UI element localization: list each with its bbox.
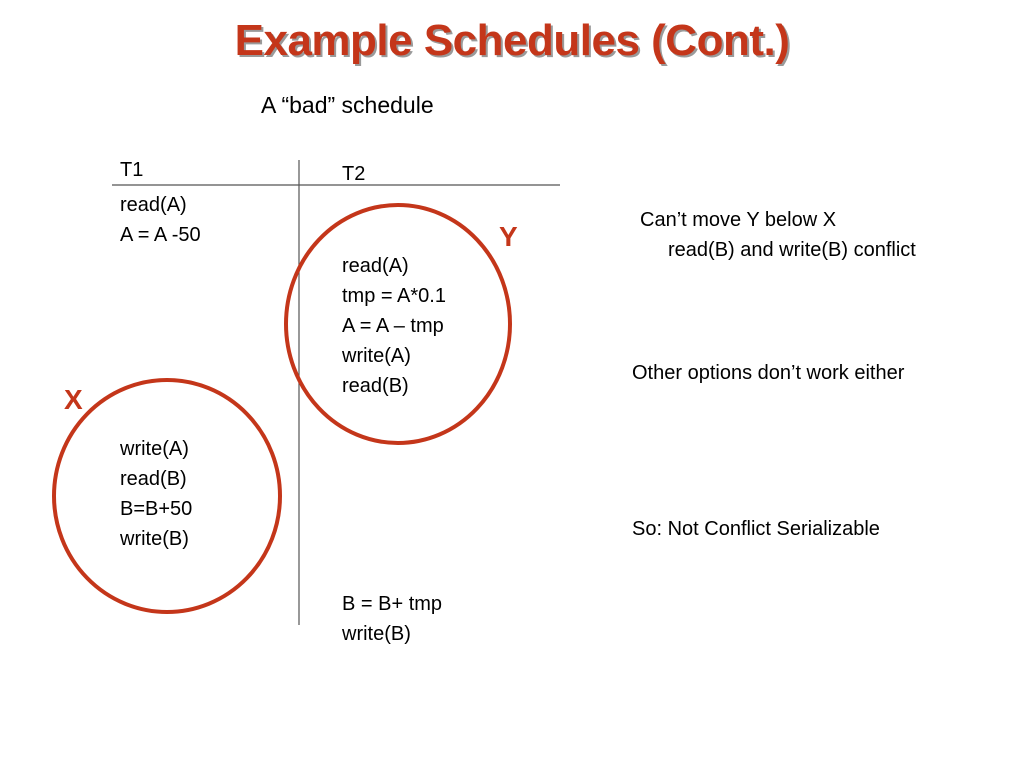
note-conflict: read(B) and write(B) conflict — [668, 239, 916, 261]
t1-block-2: write(A) read(B) B=B+50 write(B) — [120, 434, 192, 554]
t2-step: write(A) — [342, 345, 411, 367]
t2-step: tmp = A*0.1 — [342, 285, 446, 307]
slide-title: Example Schedules (Cont.) — [234, 16, 790, 65]
t1-step: write(B) — [120, 528, 189, 550]
column-header-t2: T2 — [342, 163, 366, 185]
marker-y-label: Y — [499, 221, 518, 252]
slide-subtitle: A “bad” schedule — [261, 92, 434, 118]
marker-x-label: X — [64, 384, 83, 415]
t1-step: B=B+50 — [120, 498, 193, 520]
t2-block-1: read(A) tmp = A*0.1 A = A – tmp write(A)… — [342, 251, 446, 401]
t2-step: read(B) — [342, 375, 409, 397]
t1-step: A = A -50 — [120, 224, 201, 246]
t1-step: read(A) — [120, 194, 187, 216]
circle-x — [52, 378, 282, 614]
t1-step: read(B) — [120, 468, 187, 490]
t2-step: A = A – tmp — [342, 315, 444, 337]
note-other-options: Other options don’t work either — [632, 362, 905, 384]
t2-block-2: B = B+ tmp write(B) — [342, 589, 442, 649]
circle-y — [284, 203, 512, 445]
t1-step: write(A) — [120, 438, 189, 460]
column-header-t1: T1 — [120, 159, 144, 181]
note-conclusion: So: Not Conflict Serializable — [632, 518, 880, 540]
t2-step: read(A) — [342, 255, 409, 277]
t2-step: write(B) — [342, 623, 411, 645]
t1-block-1: read(A) A = A -50 — [120, 190, 201, 250]
t2-step: B = B+ tmp — [342, 593, 443, 615]
note-cant-move: Can’t move Y below X — [640, 209, 837, 231]
